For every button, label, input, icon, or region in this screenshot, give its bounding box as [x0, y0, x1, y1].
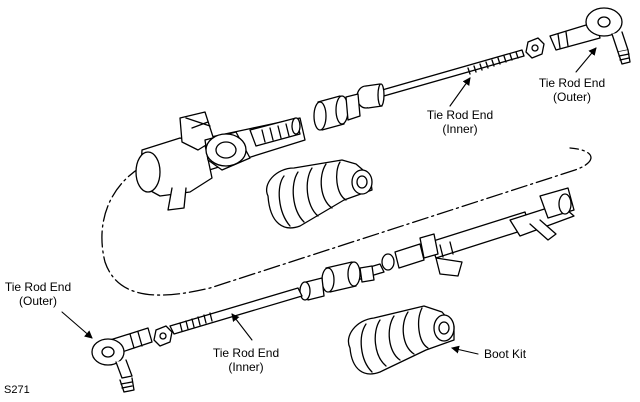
arrow-upper-inner — [449, 77, 471, 107]
rack-tube — [419, 187, 575, 277]
label-line: Tie Rod End (Outer) — [538, 76, 606, 104]
lower-outer-tie-rod-end — [91, 327, 153, 393]
arrow-boot-kit — [451, 345, 479, 355]
upper-sleeve — [313, 93, 361, 131]
label-line: Tie Rod End (Inner) — [426, 108, 494, 136]
lower-inner-tie-rod — [169, 287, 303, 335]
label-lower-outer-tie-rod-end: Tie Rod End (Outer) — [0, 280, 76, 308]
figure-id: S271 — [4, 384, 30, 396]
arrow-lower-outer — [61, 311, 93, 339]
arrow-upper-outer — [575, 47, 597, 73]
lower-sleeve — [299, 261, 361, 301]
label-upper-outer-tie-rod-end: Tie Rod End (Outer) — [532, 76, 612, 104]
label-upper-inner-tie-rod-end: Tie Rod End (Inner) — [420, 108, 500, 136]
label-line: Tie Rod End (Inner) — [212, 346, 280, 374]
label-line: Boot Kit — [484, 347, 527, 361]
separation-loop — [101, 147, 592, 296]
label-boot-kit: Boot Kit — [484, 347, 526, 361]
lower-boot — [347, 305, 455, 375]
lower-nut — [153, 325, 173, 347]
upper-boot — [266, 159, 373, 229]
label-line: Tie Rod End (Outer) — [4, 280, 72, 308]
label-lower-inner-tie-rod-end: Tie Rod End (Inner) — [206, 346, 286, 374]
upper-outer-tie-rod-end — [549, 7, 631, 65]
upper-nut — [525, 37, 545, 59]
upper-inner-tie-rod — [356, 49, 525, 109]
arrow-lower-inner — [231, 313, 253, 341]
rack-housing — [135, 111, 306, 211]
